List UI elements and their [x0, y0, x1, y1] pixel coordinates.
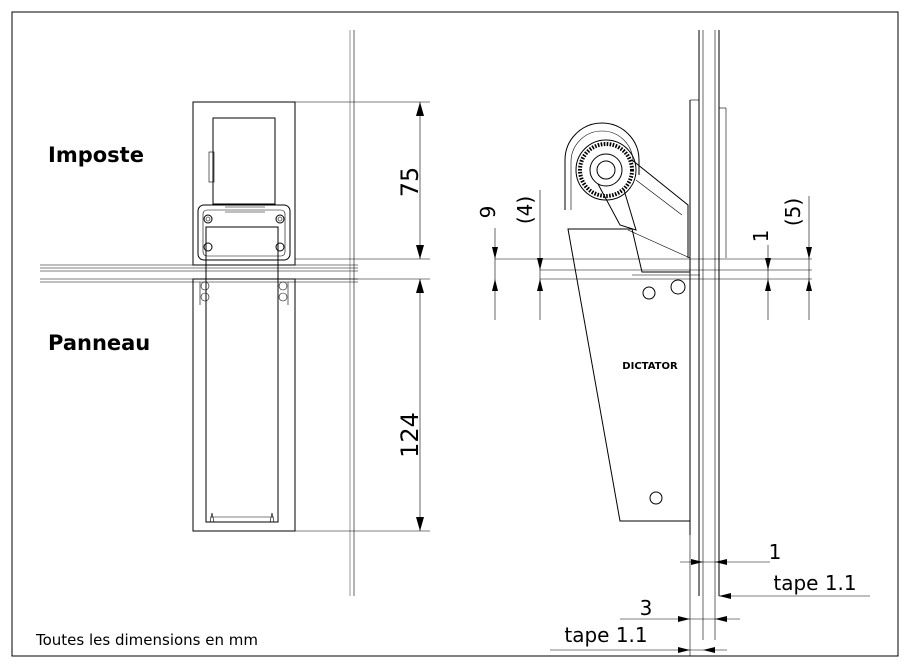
- dimension-1-5: 1 (5): [749, 196, 812, 320]
- lower-housing: [192, 278, 430, 532]
- dimension-75: 75: [396, 102, 424, 259]
- dimension-bottom-left: 3 tape 1.1: [550, 535, 740, 656]
- dim-75-label: 75: [396, 167, 424, 198]
- closer-arm-front: [205, 226, 279, 523]
- door-profile-lines: [689, 30, 727, 640]
- closer-arm-side: DICTATOR: [567, 228, 691, 522]
- dim-4-label: (4): [513, 196, 537, 224]
- dim-5-label: (5): [781, 198, 805, 226]
- tape-right-label: tape 1.1: [773, 571, 856, 595]
- imposte-label: Imposte: [48, 143, 144, 167]
- brand-label: DICTATOR: [622, 361, 678, 372]
- dim-1-right-label: 1: [749, 230, 773, 243]
- dimension-bottom-right: 1 tape 1.1: [680, 540, 870, 599]
- panneau-label: Panneau: [48, 331, 150, 355]
- upper-housing: [192, 101, 430, 266]
- roller-head: [564, 122, 691, 259]
- dim-1-bottom-label: 1: [769, 540, 782, 564]
- front-view: 75 124 Imposte Panneau: [40, 30, 430, 596]
- footnote: Toutes les dimensions en mm: [35, 631, 258, 649]
- dimension-9-4: 9 (4): [476, 190, 543, 320]
- side-transom: [495, 258, 812, 280]
- dim-3-label: 3: [640, 596, 653, 620]
- side-view: DICTATOR 9 (4) 1 (5): [476, 30, 870, 656]
- tape-left-label: tape 1.1: [564, 623, 647, 647]
- dimension-124: 124: [396, 279, 424, 531]
- dim-124-label: 124: [396, 412, 424, 458]
- drawing-frame: [11, 11, 899, 657]
- dim-9-label: 9: [476, 206, 500, 219]
